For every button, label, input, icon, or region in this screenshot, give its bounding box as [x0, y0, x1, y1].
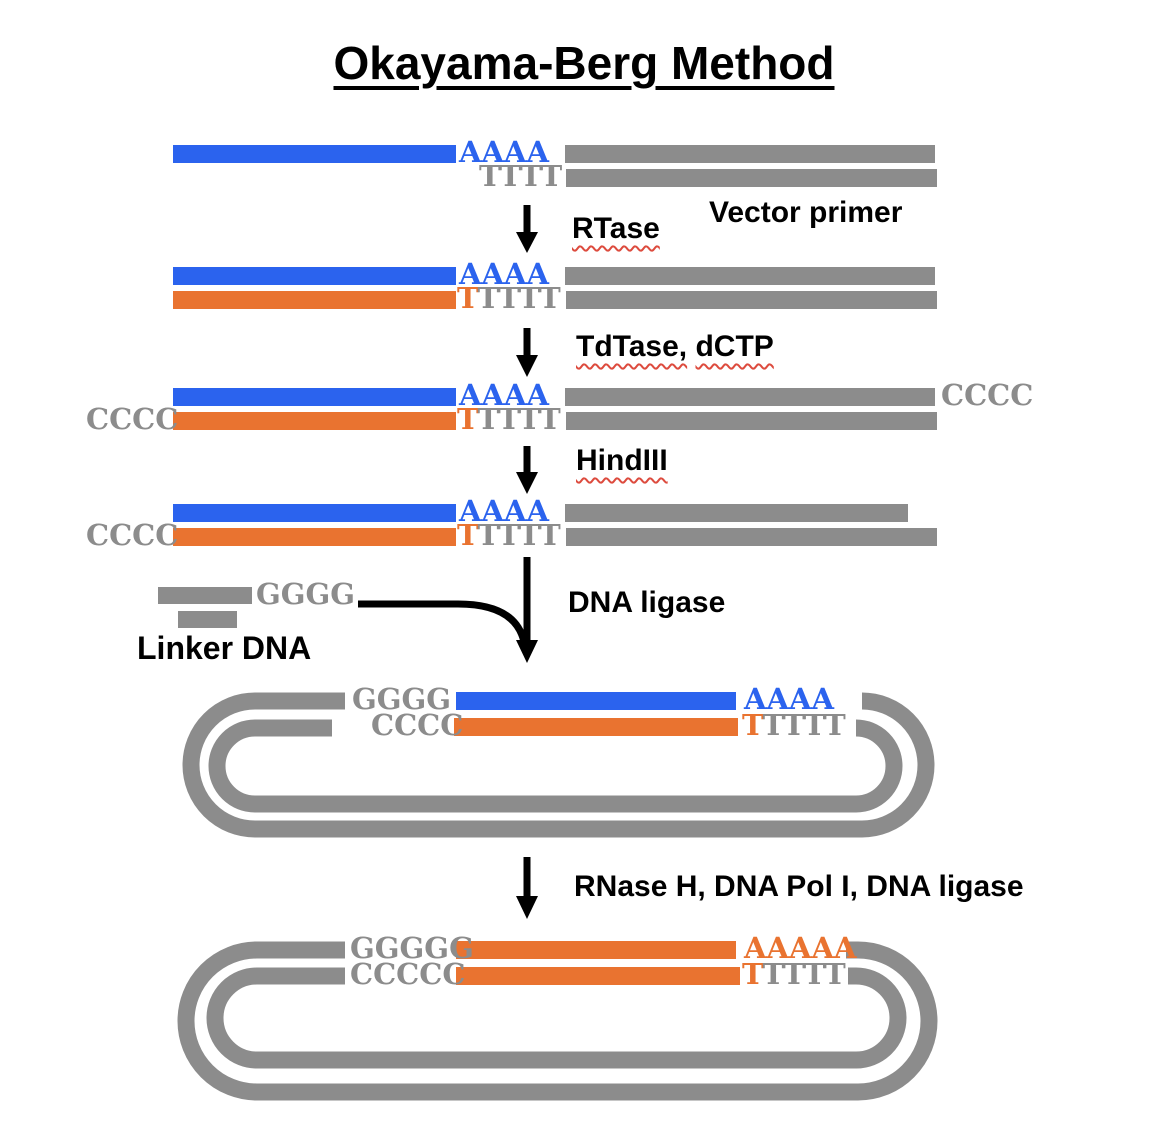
linker-dG-tail: GGGG: [256, 577, 356, 611]
step3-polyT-orange: T: [457, 402, 478, 436]
step3-polyT: TTTTT: [457, 405, 561, 434]
linker-connector-curve: [358, 600, 529, 649]
arrow-rtase: [516, 205, 538, 253]
step2-cdna-bar: [173, 291, 456, 309]
step4-mrna-bar: [173, 504, 456, 522]
plasmid1-polyT-gray: TTTT: [762, 708, 846, 742]
rtase-label: RTase: [572, 212, 660, 245]
linker-dna-label: Linker DNA: [137, 630, 312, 666]
vector-primer-label: Vector primer: [709, 196, 903, 229]
plasmid1-polyA: AAAA: [744, 682, 835, 716]
step4-polyT-gray: TTTT: [477, 518, 561, 552]
arrow-rnase: [516, 857, 538, 919]
step4-dC-tail-left: CCCC: [86, 518, 179, 552]
step3-polyA: AAAA: [459, 378, 550, 412]
plasmid2-dG-tract: GGGGG: [350, 931, 474, 965]
arrow-tdtase: [516, 328, 538, 377]
plasmid1-outer-strand: [182, 692, 935, 838]
step1-mrna-bar: [173, 145, 456, 163]
plasmid2-bottom-cdna-bar: [456, 967, 740, 985]
plasmid1-mrna-bar: [456, 692, 736, 710]
step2-vector-bottom-bar: [566, 291, 937, 309]
dctp-word: dCTP: [695, 330, 774, 363]
step4-vector-bottom-bar: [566, 528, 937, 546]
plasmid2-outer-strand: [177, 941, 938, 1101]
plasmid2-inner-strand: [206, 967, 907, 1069]
plasmid2-polyA: AAAAA: [744, 931, 857, 965]
step3-mrna-bar: [173, 388, 456, 406]
step3-dC-tail-right: CCCC: [941, 378, 1034, 412]
plasmid2-polyT: TTTTT: [742, 960, 846, 989]
plasmid2-top-cdna-bar: [456, 941, 736, 959]
step1-vector-bottom-bar: [566, 169, 937, 187]
step1-oligo-dT: TTTT: [479, 159, 563, 193]
plasmid1-inner-strand: [208, 719, 903, 813]
plasmid1-cdna-bar: [454, 718, 738, 736]
plasmid1-polyT-orange: T: [742, 708, 763, 742]
plasmid2-polyT-orange: T: [742, 957, 763, 991]
step3-vector-bottom-bar: [566, 412, 937, 430]
linker-top-bar: [158, 587, 252, 604]
step2-polyA: AAAA: [459, 257, 550, 291]
step4-polyT: TTTTT: [457, 521, 561, 550]
step2-polyT-orange: T: [457, 281, 478, 315]
step3-cdna-bar: [173, 412, 456, 430]
step4-cdna-bar: [173, 528, 456, 546]
tdtase-word: TdTase,: [576, 330, 688, 363]
plasmid2-polyT-gray: TTTT: [762, 957, 846, 991]
step1-vector-top-bar: [565, 145, 935, 163]
page-title: Okayama-Berg Method: [333, 37, 835, 89]
step3-vector-top-bar: [565, 388, 935, 406]
step2-polyT: TTTTT: [457, 284, 561, 313]
step4-vector-top-bar-cut: [565, 504, 908, 522]
tdtase-dctp-label: TdTase, dCTP: [576, 330, 774, 363]
plasmid2-dC-tract: CCCCC: [350, 957, 466, 991]
step2-vector-top-bar: [565, 267, 935, 285]
arrow-hindiii: [516, 446, 538, 494]
step3-polyT-gray: TTTT: [477, 402, 561, 436]
step4-polyA: AAAA: [459, 494, 550, 528]
step1-polyA: AAAA: [459, 135, 550, 169]
step2-mrna-bar: [173, 267, 456, 285]
step3-dC-tail-left: CCCC: [86, 402, 179, 436]
step4-polyT-orange: T: [457, 518, 478, 552]
hindiii-label: HindIII: [576, 444, 668, 477]
rnase-pol-ligase-label: RNase H, DNA Pol I, DNA ligase: [574, 870, 1024, 903]
plasmid1-dC-tail: CCCC: [371, 708, 464, 742]
step2-polyT-gray: TTTT: [477, 281, 561, 315]
plasmid1-dG-tail: GGGG: [352, 682, 452, 716]
dna-ligase-label: DNA ligase: [568, 586, 726, 619]
linker-bottom-bar: [178, 611, 237, 628]
plasmid1-polyT: TTTTT: [742, 711, 846, 740]
